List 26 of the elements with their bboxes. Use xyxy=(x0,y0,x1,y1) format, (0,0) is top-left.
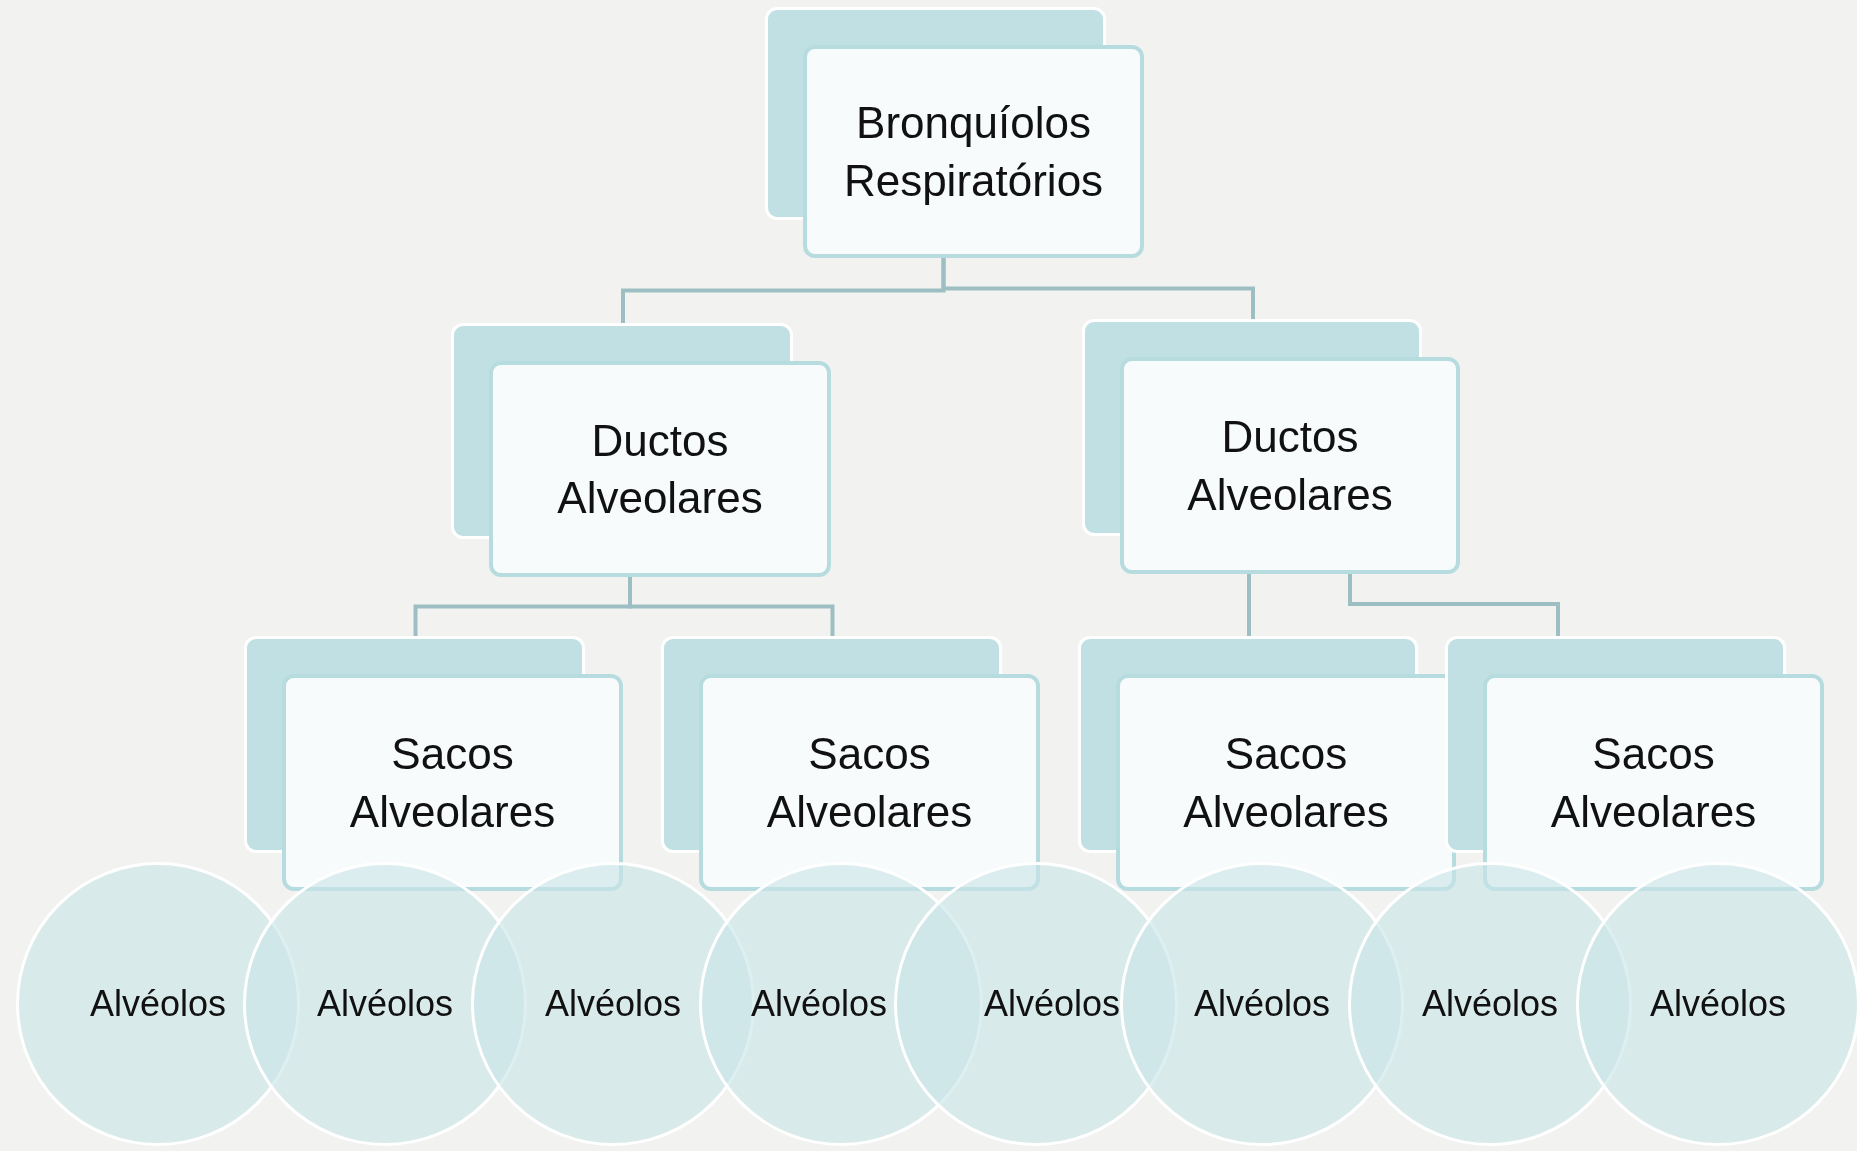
card-text: Bronquíolos Respiratórios xyxy=(842,97,1105,207)
connector-line xyxy=(628,577,835,636)
card-text: Sacos Alveolares xyxy=(348,728,557,838)
card-text: Sacos Alveolares xyxy=(1182,728,1390,838)
connector-line xyxy=(1247,574,1251,636)
card-node xyxy=(1078,636,1456,891)
card-node xyxy=(661,636,1040,891)
circle-text: Alvéolos xyxy=(1193,982,1331,1026)
circle-text: Alvéolos xyxy=(1649,982,1787,1026)
card-text: Sacos Alveolares xyxy=(765,728,974,838)
connector-line xyxy=(941,258,1255,319)
card-text: Ductos Alveolares xyxy=(556,414,764,524)
circle-text: Alvéolos xyxy=(316,982,454,1026)
card-text: Ductos Alveolares xyxy=(1186,411,1394,521)
card-node xyxy=(244,636,623,891)
circle-text: Alvéolos xyxy=(1421,982,1559,1026)
card-node xyxy=(1445,636,1824,891)
circle-text: Alvéolos xyxy=(750,982,888,1026)
circle-text: Alvéolos xyxy=(544,982,682,1026)
circle-text: Alvéolos xyxy=(89,982,227,1026)
card-node xyxy=(1082,319,1460,574)
card-node xyxy=(765,7,1144,258)
card-node xyxy=(451,323,831,577)
card-text: Sacos Alveolares xyxy=(1549,728,1758,838)
circle-text: Alvéolos xyxy=(983,982,1121,1026)
connector-line xyxy=(1348,574,1560,636)
